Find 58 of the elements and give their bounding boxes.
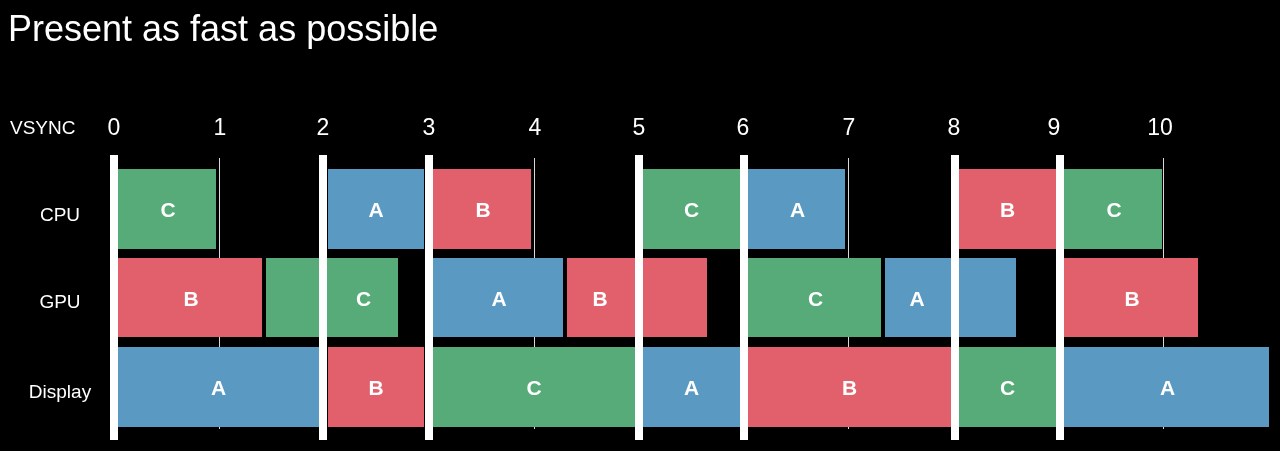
- frame-letter: C: [160, 198, 176, 220]
- tick-label: 4: [528, 115, 542, 139]
- frame-letter: C: [1106, 198, 1122, 220]
- row-label: Display: [28, 381, 92, 401]
- frame-letter: B: [592, 287, 608, 308]
- frame-block: [118, 347, 319, 427]
- frame-block: [433, 169, 531, 249]
- row-label: GPU: [39, 291, 81, 311]
- tick-label: 5: [632, 115, 646, 139]
- frame-letter: A: [1159, 376, 1176, 398]
- frame-block: [643, 169, 740, 249]
- frame-letter: B: [1124, 287, 1140, 308]
- frame-block: [1064, 258, 1198, 337]
- frame-block: [885, 258, 1016, 337]
- frame-letter: C: [999, 376, 1016, 398]
- frame-block: [748, 258, 881, 337]
- frame-block: [1064, 347, 1269, 427]
- tick-label: 9: [1047, 115, 1061, 139]
- frame-letter: A: [210, 376, 227, 398]
- frame-letter: C: [355, 287, 372, 308]
- frame-letter: B: [368, 376, 384, 398]
- tick-label: 7: [842, 115, 856, 139]
- tick-label: 3: [422, 115, 436, 139]
- frame-letter: A: [909, 287, 925, 308]
- tick-label: 1: [213, 115, 227, 139]
- tick-label: 0: [107, 115, 121, 139]
- frame-letter: C: [526, 376, 542, 398]
- frame-block: [643, 347, 740, 427]
- tick-label: 2: [316, 115, 330, 139]
- frame-block: [433, 347, 635, 427]
- frame-letter: A: [683, 376, 700, 398]
- frame-letter: C: [807, 287, 824, 308]
- frame-letter: A: [491, 287, 507, 308]
- frame-letter: A: [368, 198, 384, 220]
- frame-letter: C: [683, 198, 700, 220]
- frame-block: [959, 347, 1056, 427]
- frame-letter: B: [841, 376, 858, 398]
- axis-label: VSYNC: [10, 117, 76, 137]
- frame-block: [433, 258, 563, 337]
- frame-block: [328, 169, 424, 249]
- frame-block: [959, 169, 1056, 249]
- frame-block: [266, 258, 398, 337]
- title: Present as fast as possible: [8, 11, 439, 47]
- frame-block: [748, 169, 845, 249]
- row-label: CPU: [39, 204, 81, 224]
- frame-block: [118, 258, 262, 337]
- frame-block: [118, 169, 216, 249]
- frame-block: [1064, 169, 1162, 249]
- tick-label: 6: [736, 115, 750, 139]
- frame-letter: B: [475, 198, 491, 220]
- frame-block: [748, 347, 951, 427]
- frame-block: [567, 258, 707, 337]
- frame-block: [328, 347, 424, 427]
- tick-label: 10: [1147, 115, 1173, 139]
- frame-letter: B: [999, 198, 1016, 220]
- tick-label: 8: [947, 115, 961, 139]
- frame-letter: A: [789, 198, 806, 220]
- frame-letter: B: [183, 287, 199, 308]
